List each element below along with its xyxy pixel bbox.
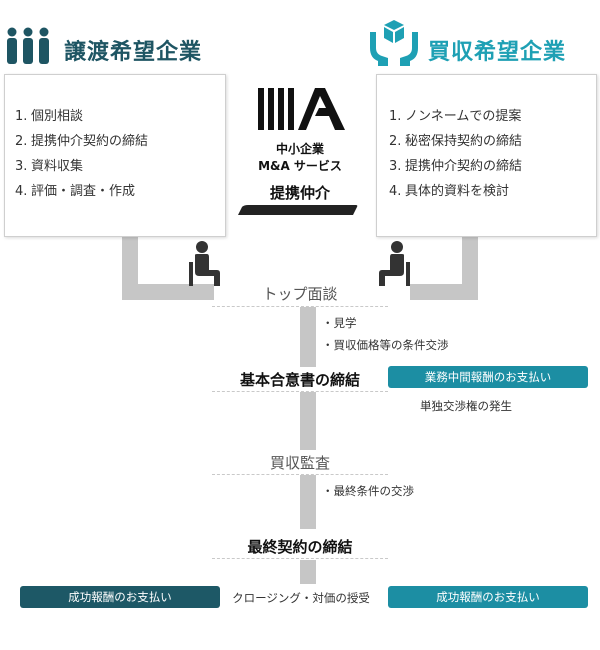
seller-steps-box: 1.個別相談 2.提携仲介契約の締結 3.資料収集 4.評価・調査・作成	[4, 74, 226, 237]
flow-connector	[300, 560, 316, 584]
seller-title: 譲渡希望企業	[64, 40, 203, 65]
buyer-connector-horizontal	[410, 284, 478, 300]
exclusive-right-note: 単独交渉権の発生	[420, 399, 512, 413]
divider	[212, 558, 388, 559]
buyer-step: 4.具体的資料を検討	[389, 184, 510, 199]
service-name-line1: 中小企業	[275, 142, 324, 156]
step-final-contract: 最終契約の締結	[247, 538, 353, 556]
seller-step: 4.評価・調査・作成	[15, 184, 136, 199]
seller-step: 2.提携仲介契約の締結	[15, 134, 149, 149]
service-name-line2: M&A サービス	[258, 159, 342, 173]
buyer-step: 3.提携仲介契約の締結	[389, 159, 523, 174]
flow-connector	[300, 392, 316, 450]
buyer-person-seated-icon	[379, 241, 410, 286]
buyer-connector-vertical	[462, 218, 478, 300]
dd-note: ・最終条件の交渉	[322, 484, 414, 498]
step-due-diligence: 買収監査	[269, 454, 330, 472]
interim-fee-badge: 業務中間報酬のお支払い	[388, 366, 588, 388]
buyer-step: 2.秘密保持契約の締結	[389, 134, 523, 149]
meeting-note: ・買収価格等の条件交渉	[322, 338, 449, 352]
buyer-steps-box: 1.ノンネームでの提案 2.秘密保持契約の締結 3.提携仲介契約の締結 4.具体…	[376, 74, 597, 237]
divider	[212, 391, 388, 392]
flow-connector	[300, 307, 316, 367]
success-fee-badge-buyer: 成功報酬のお支払い	[388, 586, 588, 608]
hands-holding-box-icon	[370, 20, 418, 66]
meeting-note: ・見学	[322, 316, 357, 330]
seller-step: 3.資料収集	[15, 159, 84, 174]
role-underline	[238, 205, 358, 215]
seller-person-seated-icon	[189, 241, 220, 286]
seller-step: 1.個別相談	[15, 109, 84, 124]
divider	[212, 474, 388, 475]
buyer-step: 1.ノンネームでの提案	[389, 109, 522, 124]
divider	[212, 306, 388, 307]
flow-connector	[300, 475, 316, 529]
role-label: 提携仲介	[269, 184, 330, 202]
buyer-title: 買収希望企業	[428, 40, 567, 65]
step-top-meeting: トップ面談	[262, 285, 338, 303]
mma-logo-icon	[258, 88, 345, 130]
seller-connector-vertical	[122, 218, 138, 300]
seller-connector-horizontal	[122, 284, 214, 300]
people-group-icon	[7, 27, 49, 64]
success-fee-badge-seller: 成功報酬のお支払い	[20, 586, 220, 608]
step-basic-agreement: 基本合意書の締結	[239, 371, 360, 389]
closing-label: クロージング・対価の授受	[232, 591, 370, 605]
